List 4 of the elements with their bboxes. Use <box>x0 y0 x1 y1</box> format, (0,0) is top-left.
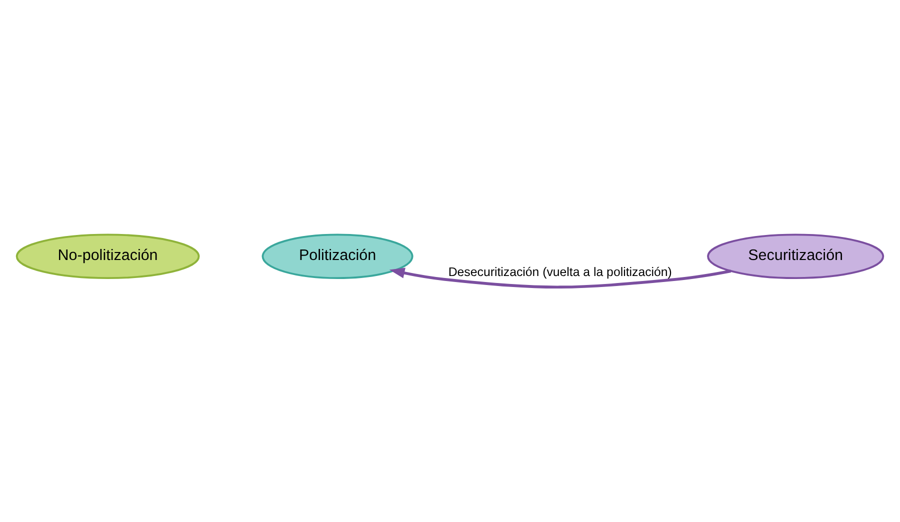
node-ellipse: No-politización <box>16 234 200 280</box>
node-ellipse: Securitización <box>707 234 884 280</box>
arrow <box>389 268 732 289</box>
edge-label: Desecuritización (vuelta a la politización) <box>448 264 672 279</box>
